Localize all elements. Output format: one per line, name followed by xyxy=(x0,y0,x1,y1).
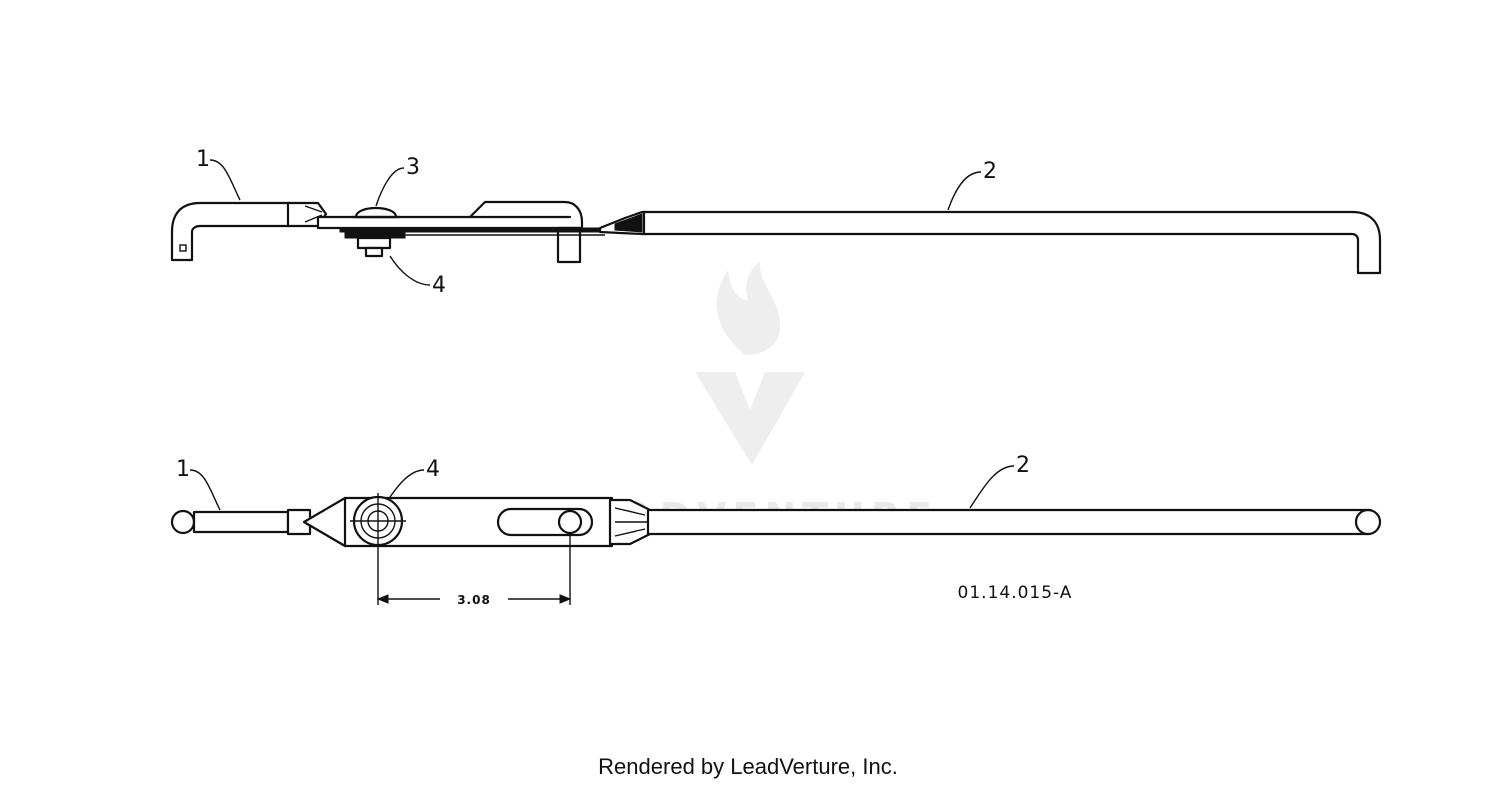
svg-text:3: 3 xyxy=(406,155,420,180)
part-4-nut-bottom xyxy=(350,493,406,549)
callout-1-bottom: 1 xyxy=(176,457,221,511)
callout-2-bottom: 2 xyxy=(969,453,1030,509)
dimension-value: 3.08 xyxy=(457,593,491,607)
part-4-nut-top xyxy=(344,231,406,258)
part-2-bottom xyxy=(646,508,1382,536)
top-view: 1 2 3 4 xyxy=(170,147,1382,298)
crimp-joint-top xyxy=(598,210,648,236)
bottom-view: 3.08 1 2 4 01.14.015-A xyxy=(170,453,1382,607)
part-2-top xyxy=(642,210,1382,275)
slide-bar-bottom xyxy=(302,496,614,548)
bracket-tab xyxy=(556,226,582,264)
svg-text:1: 1 xyxy=(196,147,210,172)
svg-text:1: 1 xyxy=(176,457,190,482)
callout-1-top: 1 xyxy=(196,147,241,201)
part-1-top xyxy=(170,201,328,262)
callout-4-top: 4 xyxy=(389,255,446,298)
watermark-flame-icon xyxy=(716,262,781,355)
diagram-code: 01.14.015-A xyxy=(958,583,1073,603)
part-3-bolt xyxy=(350,206,402,219)
callout-3-top: 3 xyxy=(375,155,420,207)
svg-text:2: 2 xyxy=(983,159,997,184)
svg-text:4: 4 xyxy=(432,273,446,298)
svg-text:4: 4 xyxy=(426,457,440,482)
dimension-line: 3.08 xyxy=(376,533,572,607)
render-credit: Rendered by LeadVerture, Inc. xyxy=(598,754,898,779)
callout-2-top: 2 xyxy=(947,159,997,211)
crimp-joint-bottom xyxy=(608,498,652,546)
rivet-hole xyxy=(179,244,187,252)
svg-text:2: 2 xyxy=(1016,453,1030,478)
slot-pin xyxy=(557,509,583,535)
callout-4-bottom: 4 xyxy=(387,457,440,501)
watermark-logo: LEADVENTURE xyxy=(562,262,932,539)
watermark-v-icon xyxy=(695,372,805,465)
part-1-bottom xyxy=(170,508,312,536)
